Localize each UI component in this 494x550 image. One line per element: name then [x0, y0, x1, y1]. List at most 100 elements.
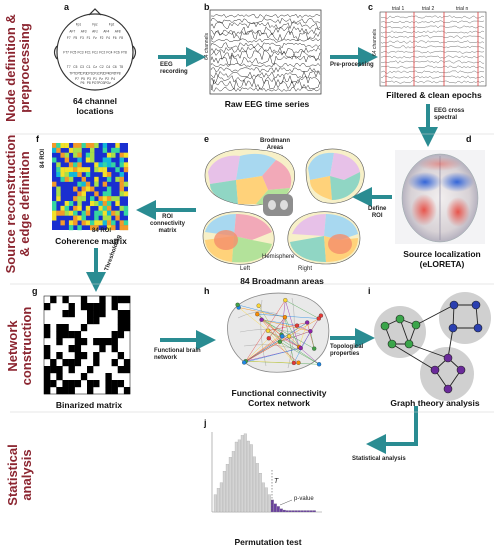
- binary-cell: [56, 373, 63, 381]
- matrix-cell: [81, 181, 86, 187]
- network-edge: [298, 346, 320, 365]
- matrix-cell: [106, 210, 112, 216]
- matrix-cell: [64, 143, 70, 149]
- binary-cell: [99, 296, 106, 304]
- matrix-cell: [73, 147, 78, 153]
- eeg-trace: [210, 17, 321, 25]
- panel-letter-j: j: [204, 418, 207, 428]
- matrix-cell: [111, 147, 116, 153]
- coherence-matrix: [52, 143, 129, 231]
- panel-letter-e: e: [204, 134, 210, 144]
- network-node: [291, 360, 297, 366]
- electrode-label: P5: [81, 77, 85, 81]
- matrix-cell: [68, 225, 74, 231]
- electrode-label: P2: [105, 77, 109, 81]
- raw-eeg-channels-label: 64 channels: [204, 33, 210, 60]
- binary-cell: [74, 331, 82, 339]
- matrix-cell: [102, 205, 108, 211]
- trial-2-label: trial 2: [422, 6, 435, 12]
- binary-cell: [123, 366, 131, 374]
- matrix-cell: [98, 220, 103, 226]
- epoch-trace: [380, 50, 485, 54]
- matrix-cell: [73, 172, 78, 178]
- electrode-label: CP5: [75, 72, 81, 76]
- matrix-cell: [68, 220, 74, 226]
- caption-raw-eeg: Raw EEG time series: [224, 99, 310, 109]
- graph-node: [395, 314, 405, 324]
- histogram-bar: [273, 503, 277, 513]
- panel-letter-f: f: [36, 134, 39, 144]
- binary-cell: [56, 387, 63, 395]
- histogram-bar: [240, 435, 244, 513]
- binary-cell: [93, 310, 100, 318]
- eeg-trace: [211, 87, 321, 92]
- network-edge: [267, 330, 295, 364]
- matrix-cell: [119, 186, 124, 192]
- eeg-trace: [210, 42, 321, 49]
- matrix-cell: [106, 205, 112, 211]
- graph-node: [471, 300, 481, 310]
- network-node: [316, 316, 321, 321]
- network-edge: [257, 313, 319, 319]
- network-edge: [261, 319, 281, 342]
- binary-cell: [87, 366, 94, 374]
- matrix-cell: [90, 196, 95, 202]
- graph-node: [380, 321, 390, 331]
- matrix-cell: [102, 191, 108, 197]
- caption-broadmann-areas: 84 Broadmann areas: [240, 276, 324, 286]
- binary-cell: [44, 373, 51, 381]
- eeg-trace: [210, 21, 321, 30]
- network-node: [316, 362, 322, 367]
- histogram-bar: [276, 506, 280, 513]
- matrix-cell: [52, 157, 57, 163]
- binary-cell: [62, 380, 69, 388]
- histogram-bar: [300, 510, 304, 513]
- matrix-cell: [73, 205, 78, 211]
- electrode-label: CP6: [109, 72, 115, 76]
- matrix-cell: [102, 201, 108, 207]
- electrode-label: P4: [111, 77, 115, 81]
- binary-cell: [74, 380, 82, 388]
- matrix-cell: [111, 162, 116, 168]
- histogram-bar: [234, 441, 238, 513]
- epoch-trace: [380, 25, 485, 29]
- matrix-cell: [81, 215, 86, 221]
- matrix-cell: [85, 186, 91, 192]
- network-node: [298, 345, 303, 351]
- matrix-cell: [90, 143, 95, 149]
- eeg-trace: [210, 38, 321, 43]
- graph-node: [449, 300, 459, 310]
- binary-cell: [80, 373, 88, 381]
- network-edge: [245, 360, 294, 364]
- electrode-label: Fp1: [76, 23, 82, 27]
- binary-cell: [44, 345, 51, 353]
- electrode-label: F3: [80, 36, 84, 40]
- binary-cell: [99, 303, 106, 311]
- electrode-label: F7: [67, 36, 71, 40]
- raw-eeg-plot: [209, 9, 322, 95]
- network-node: [296, 360, 301, 365]
- binary-cell: [56, 338, 63, 346]
- matrix-cell: [119, 205, 124, 211]
- electrode-label: FC2: [99, 51, 105, 55]
- matrix-cell: [123, 152, 129, 158]
- matrix-cell: [81, 220, 86, 226]
- matrix-cell: [77, 191, 82, 197]
- matrix-cell: [90, 220, 95, 226]
- binary-cell: [68, 310, 75, 318]
- network-node: [286, 334, 292, 339]
- matrix-cell: [56, 191, 61, 197]
- binary-cell: [74, 338, 82, 346]
- binary-cell: [62, 310, 69, 318]
- binary-cell: [68, 303, 75, 311]
- binary-cell: [68, 345, 75, 353]
- histogram-bar: [237, 439, 241, 513]
- binary-cell: [44, 303, 51, 311]
- matrix-cell: [102, 215, 108, 221]
- matrix-cell: [123, 205, 129, 211]
- electrode-label: FT8: [121, 51, 127, 55]
- graph-node: [430, 365, 440, 375]
- histogram-bar: [303, 510, 307, 513]
- panel-letter-g: g: [32, 286, 38, 296]
